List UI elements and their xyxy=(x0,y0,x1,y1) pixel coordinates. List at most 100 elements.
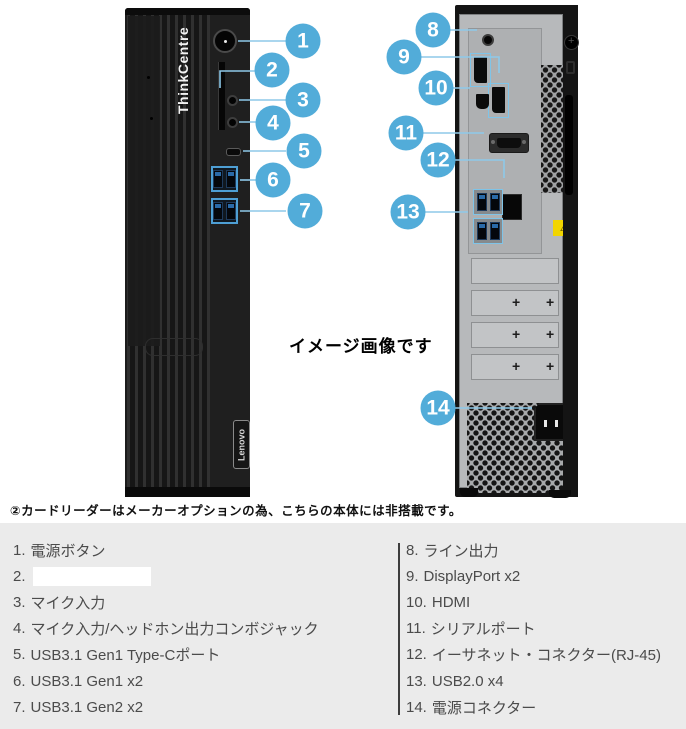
tower-base xyxy=(125,487,250,497)
list-item: 14.電源コネクター xyxy=(406,694,661,720)
item-number: 11. xyxy=(406,620,426,638)
drive-bay-cover xyxy=(128,16,160,346)
pinhole xyxy=(147,76,150,79)
callout-badge-9: 9 xyxy=(386,39,422,75)
usb-a-port xyxy=(226,202,236,220)
lenovo-logo: Lenovo xyxy=(233,420,250,469)
expansion-slot: ++ xyxy=(471,322,559,348)
item-label: HDMI xyxy=(431,593,471,611)
usb-a-port xyxy=(476,193,487,211)
item-number: 9. xyxy=(406,567,419,585)
handle-bar xyxy=(565,95,573,195)
list-item: 12.イーサネット・コネクター(RJ-45) xyxy=(406,642,661,668)
list-item: 11.シリアルポート xyxy=(406,616,661,642)
callout-badge-14: 14 xyxy=(420,390,456,426)
callout-badge-8: 8 xyxy=(415,12,451,48)
list-item: 5.USB3.1 Gen1 Type-Cポート xyxy=(13,642,319,668)
front-tower: ThinkCentre Lenovo xyxy=(125,8,250,497)
usb-a-port xyxy=(489,222,500,240)
item-number: 8. xyxy=(406,541,419,559)
callout-badge-2: 2 xyxy=(254,52,290,88)
combo-jack xyxy=(227,117,238,128)
usb-gen1-ports xyxy=(211,166,238,192)
foot xyxy=(460,488,478,497)
image-caption: イメージ画像です xyxy=(289,337,433,356)
callout-badge-12: 12 xyxy=(420,142,456,178)
item-number: 12. xyxy=(406,646,427,664)
callout-badge-1: 1 xyxy=(285,23,321,59)
displayport-2 xyxy=(492,87,505,113)
tower-top xyxy=(125,8,250,15)
item-label: USB3.1 Gen1 x2 xyxy=(30,672,144,690)
callout-badge-3: 3 xyxy=(285,82,321,118)
item-number: 13. xyxy=(406,672,427,690)
displayport-2-highlight xyxy=(488,83,509,118)
usb-a-port xyxy=(489,193,500,211)
list-item: 1.電源ボタン xyxy=(13,537,319,563)
expansion-slot: ++ xyxy=(471,354,559,380)
foot xyxy=(549,490,571,498)
item-number: 7. xyxy=(13,698,26,716)
hdmi-port xyxy=(476,94,489,109)
list-item: 3.マイク入力 xyxy=(13,589,319,615)
padlock-slot xyxy=(566,61,575,74)
item-label: マイク入力 xyxy=(30,594,106,612)
list-item: 7.USB3.1 Gen2 x2 xyxy=(13,694,319,720)
thinkcentre-logo: ThinkCentre xyxy=(175,26,191,114)
pinhole xyxy=(150,117,153,120)
item-label: イーサネット・コネクター(RJ-45) xyxy=(431,647,661,665)
usb-a-port xyxy=(213,202,223,220)
legend-divider xyxy=(398,543,400,715)
item-label: 電源コネクター xyxy=(431,699,537,717)
back-tower: ⚠ ++ ++ ++ xyxy=(455,5,579,498)
list-item: 4.マイク入力/ヘッドホン出力コンボジャック xyxy=(13,616,319,642)
callout-badge-13: 13 xyxy=(390,194,426,230)
list-item: 8.ライン出力 xyxy=(406,537,661,563)
usb-a-port xyxy=(476,222,487,240)
item-number: 10. xyxy=(406,593,427,611)
item-label: ライン出力 xyxy=(423,542,499,560)
item-label: シリアルポート xyxy=(430,621,536,639)
item-number: 14. xyxy=(406,698,427,716)
usb-a-port xyxy=(213,170,223,188)
item-label: USB3.1 Gen1 Type-Cポート xyxy=(30,647,221,665)
front-port-panel xyxy=(210,8,250,497)
usb-gen2-ports xyxy=(211,198,238,224)
item-label: USB2.0 x4 xyxy=(431,672,504,690)
callout-badge-6: 6 xyxy=(255,162,291,198)
item-number: 4. xyxy=(13,620,26,638)
usb-c-port xyxy=(226,148,241,156)
ethernet-port xyxy=(502,194,522,220)
callout-badge-7: 7 xyxy=(287,193,323,229)
side-handle-strip xyxy=(563,5,578,497)
item-label: DisplayPort x2 xyxy=(423,567,521,585)
expansion-slot: ++ xyxy=(471,290,559,316)
vent-grill xyxy=(541,65,567,193)
card-reader-slot xyxy=(218,62,225,130)
callout-badge-10: 10 xyxy=(418,70,454,106)
card-reader-note: ②カードリーダーはメーカーオプションの為、こちらの本体には非搭載です。 xyxy=(10,504,462,518)
item-number: 2. xyxy=(13,567,26,585)
item-label: マイク入力/ヘッドホン出力コンボジャック xyxy=(30,621,319,639)
mic-jack xyxy=(227,95,238,106)
power-button-photo xyxy=(213,29,237,53)
line-out-jack xyxy=(482,34,494,46)
item-number: 3. xyxy=(13,593,26,611)
list-item: 10.HDMI xyxy=(406,589,661,615)
usb-a-port xyxy=(226,170,236,188)
serial-port xyxy=(489,133,529,153)
bay-seam xyxy=(145,338,203,356)
callout-badge-11: 11 xyxy=(388,115,424,151)
redaction-box xyxy=(32,566,151,586)
item-number: 1. xyxy=(13,541,26,559)
item-label: USB3.1 Gen2 x2 xyxy=(30,698,144,716)
callout-badge-5: 5 xyxy=(286,133,322,169)
usb2-ports-upper xyxy=(473,189,503,215)
usb2-ports-lower xyxy=(473,218,503,244)
item-label: 電源ボタン xyxy=(30,542,106,560)
item-number: 6. xyxy=(13,672,26,690)
rear-panel: ⚠ ++ ++ ++ xyxy=(459,14,576,493)
